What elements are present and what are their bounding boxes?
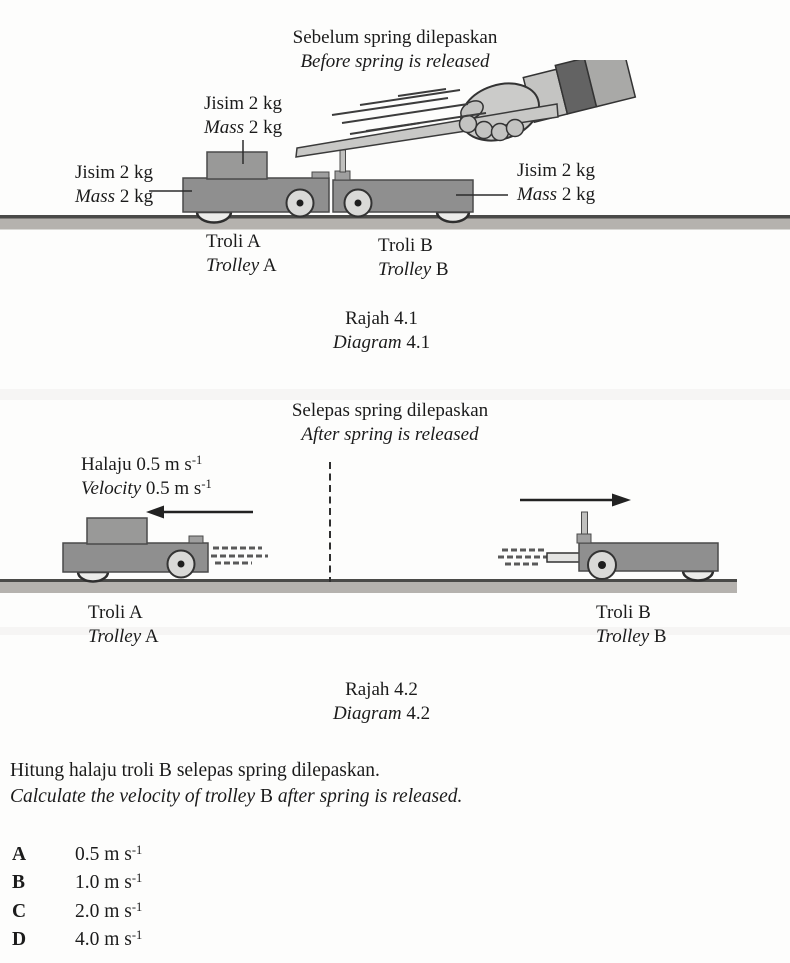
trolley-label-malay: Troli B xyxy=(378,235,433,256)
trolley-a-catch xyxy=(311,171,330,179)
spring-release-pin xyxy=(339,149,346,173)
velocity-label: Halaju 0.5 m s-1 Velocity 0.5 m s-1 xyxy=(81,453,212,501)
ground-line xyxy=(0,579,737,593)
title-english: After spring is released xyxy=(301,424,479,445)
option-letter: A xyxy=(12,844,27,865)
option-value: 2.0 m s-1 xyxy=(75,899,143,922)
question-english: Calculate the velocity of trolley B afte… xyxy=(10,785,463,807)
trolley-a-catch xyxy=(188,535,204,544)
title-english: Before spring is released xyxy=(300,51,490,72)
trolley-b-rear-wheel xyxy=(681,569,715,582)
caption-malay: Rajah 4.1 xyxy=(345,308,418,329)
mass-label-trolley-a: Jisim 2 kg Mass 2 kg xyxy=(58,161,170,209)
caption-english: Diagram 4.2 xyxy=(332,703,431,724)
trolley-a-rear-wheel xyxy=(195,210,233,224)
mass-label-block: Jisim 2 kg Mass 2 kg xyxy=(188,92,298,140)
right-arrow xyxy=(520,493,631,507)
motion-lines xyxy=(331,88,487,135)
trolley-b-rear-wheel xyxy=(435,210,471,224)
option-value: 1.0 m s-1 xyxy=(75,871,143,894)
trolley-label-english: Trolley B xyxy=(596,626,667,647)
mass-label-english: Mass 2 kg xyxy=(203,117,283,138)
trolley-b-label-d1: Troli B Trolley B xyxy=(378,234,449,282)
title-malay: Selepas spring dilepaskan xyxy=(291,400,489,421)
trolley-a-rear-wheel xyxy=(76,570,110,583)
trolley-b-label-d2: Troli B Trolley B xyxy=(596,601,667,649)
option-letter: D xyxy=(12,929,27,951)
motion-lines-trolley-b xyxy=(498,548,549,566)
mass-block xyxy=(206,151,268,180)
trolley-label-malay: Troli A xyxy=(206,231,261,252)
option-a: A 0.5 m s-1 xyxy=(12,843,142,871)
motion-lines-trolley-a xyxy=(211,546,268,565)
mass-label-malay: Jisim 2 kg xyxy=(203,93,283,114)
diagram-4-2-caption: Rajah 4.2 Diagram 4.2 xyxy=(300,678,463,726)
mass-label-english: Mass 2 kg xyxy=(74,186,154,207)
mass-block xyxy=(86,517,148,545)
diagram-4-2-title: Selepas spring dilepaskan After spring i… xyxy=(240,399,540,447)
velocity-english: Velocity 0.5 m s-1 xyxy=(81,477,212,499)
trolley-a-front-wheel xyxy=(285,188,315,218)
mass-label-malay: Jisim 2 kg xyxy=(74,162,154,183)
trolley-label-english: Trolley B xyxy=(378,259,449,280)
left-arrow xyxy=(146,505,253,519)
question-text: Hitung halaju troli B selepas spring dil… xyxy=(10,758,462,809)
caption-malay: Rajah 4.2 xyxy=(345,679,418,700)
velocity-malay: Halaju 0.5 m s-1 xyxy=(81,453,203,475)
option-value: 4.0 m s-1 xyxy=(75,928,143,951)
title-malay: Sebelum spring dilepaskan xyxy=(292,27,498,48)
diagram-4-1-title: Sebelum spring dilepaskan Before spring … xyxy=(245,26,545,74)
option-c: C 2.0 m s-1 xyxy=(12,900,142,928)
option-value: 0.5 m s-1 xyxy=(75,843,143,865)
fingers xyxy=(458,100,525,142)
ground-line xyxy=(0,215,790,230)
mass-label-trolley-b: Jisim 2 kg Mass 2 kg xyxy=(500,159,612,207)
scan-artifact-band xyxy=(0,627,790,635)
trolley-a-front-wheel xyxy=(166,549,196,579)
release-pin-base xyxy=(576,533,592,544)
trolley-a-label-d2: Troli A Trolley A xyxy=(88,601,159,649)
trolley-b-front-wheel xyxy=(587,550,617,580)
mass-label-english: Mass 2 kg xyxy=(516,184,596,205)
trolley-label-malay: Troli B xyxy=(596,602,651,623)
caption-english: Diagram 4.1 xyxy=(332,332,431,353)
option-letter: B xyxy=(12,872,26,894)
trolley-label-english: Trolley A xyxy=(88,626,159,647)
diagram-4-2-drawing xyxy=(0,462,737,593)
spring-release-pin xyxy=(581,511,588,535)
option-d: D 4.0 m s-1 xyxy=(12,928,142,956)
diagram-4-1-caption: Rajah 4.1 Diagram 4.1 xyxy=(300,307,463,355)
trolley-label-malay: Troli A xyxy=(88,602,143,623)
diagram-4-1-drawing xyxy=(0,60,790,230)
answer-options: A 0.5 m s-1 B 1.0 m s-1 C 2.0 m s-1 D 4.… xyxy=(12,843,142,957)
trolley-b-front-wheel xyxy=(343,188,373,218)
trolley-label-english: Trolley A xyxy=(206,255,277,276)
option-letter: C xyxy=(12,900,27,922)
trolley-a-label-d1: Troli A Trolley A xyxy=(206,230,277,278)
scan-artifact-band xyxy=(0,389,790,400)
spring-rod xyxy=(546,552,581,563)
option-b: B 1.0 m s-1 xyxy=(12,871,142,899)
mass-label-malay: Jisim 2 kg xyxy=(516,160,596,181)
question-malay: Hitung halaju troli B selepas spring dil… xyxy=(10,760,380,781)
